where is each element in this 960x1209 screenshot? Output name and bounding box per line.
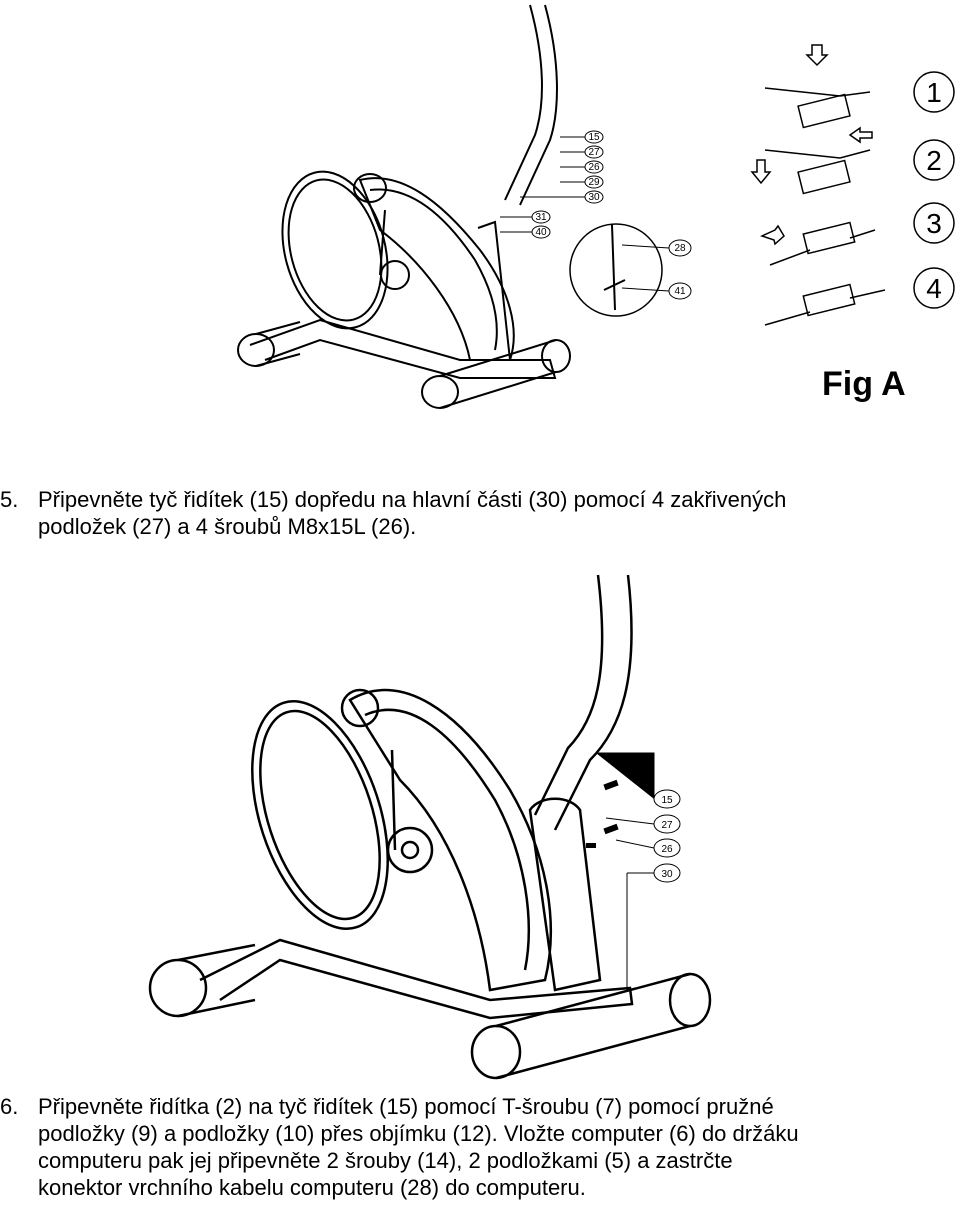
callout-label: 27 (661, 820, 673, 831)
callout-15: 15 (560, 130, 604, 144)
step-number: 3 (926, 208, 942, 239)
instruction-line: computeru pak jej připevněte 2 šrouby (1… (38, 1148, 733, 1173)
callout-label: 15 (588, 132, 600, 143)
instruction-step-5: 5. Připevněte tyč řidítek (15) dopředu na… (0, 486, 786, 540)
callout-label: 40 (535, 227, 547, 238)
callout-label: 31 (535, 212, 547, 223)
assembly-figure-bottom: 15 27 26 30 (148, 574, 712, 1080)
callout-27: 27 (560, 145, 604, 159)
instruction-line: Připevněte tyč řidítek (15) dopředu na h… (38, 487, 787, 512)
arrow-down-icon (805, 44, 829, 67)
instruction-line: podložek (27) a 4 šroubů M8x15L (26). (38, 514, 417, 539)
step-number: 4 (926, 273, 942, 304)
step-badge-2: 2 (913, 139, 955, 181)
step-badge-4: 4 (913, 267, 955, 309)
step-badge-3: 3 (913, 202, 955, 244)
callout-30: 30 (626, 863, 681, 990)
step-number: 6. (0, 1094, 19, 1119)
callout-30: 30 (520, 190, 604, 204)
callout-31: 31 (500, 210, 551, 224)
arrow-left-icon (848, 126, 873, 144)
step-badge-1: 1 (913, 71, 955, 113)
arrow-right-icon (759, 224, 785, 246)
callout-label: 28 (674, 243, 686, 254)
callout-label: 26 (588, 162, 600, 173)
bolts (586, 779, 619, 848)
callout-label: 27 (588, 147, 600, 158)
callout-40: 40 (500, 225, 551, 239)
callout-26: 26 (615, 838, 681, 858)
callout-label: 15 (661, 795, 673, 806)
callout-label: 41 (674, 286, 686, 297)
instruction-step-6: 6. Připevněte řidítka (2) na tyč řidítek … (0, 1093, 799, 1201)
callout-label: 26 (661, 844, 673, 855)
figure-label: Fig A (822, 365, 906, 403)
assembly-figure-top: 15 27 26 29 30 31 40 28 41 1 2 3 4 Fig A (237, 4, 955, 409)
bike-drawing-large (148, 574, 712, 1080)
step-number: 5. (0, 487, 19, 512)
callout-label: 30 (661, 869, 673, 880)
callout-27: 27 (605, 814, 681, 834)
callout-15: 15 (596, 752, 681, 809)
frame-callouts: 15 27 26 29 30 31 40 (500, 130, 604, 239)
bike-drawing-small (237, 4, 571, 409)
instruction-line: konektor vrchního kabelu computeru (28) … (38, 1175, 586, 1200)
callout-28: 28 (621, 239, 692, 257)
step-number: 2 (926, 145, 942, 176)
fig-a-sequence (750, 44, 886, 326)
fig-a-step-numbers: 1 2 3 4 (913, 71, 955, 309)
detail-magnifier: 28 41 (569, 223, 692, 317)
instruction-line: podložky (9) a podložky (10) přes objímk… (38, 1121, 799, 1146)
callout-26: 26 (560, 160, 604, 174)
callout-29: 29 (560, 175, 604, 189)
callout-label: 29 (588, 177, 600, 188)
frame-callouts: 15 27 26 30 (596, 752, 681, 990)
instruction-line: Připevněte řidítka (2) na tyč řidítek (1… (38, 1094, 774, 1119)
callout-41: 41 (621, 282, 692, 300)
step-number: 1 (926, 77, 942, 108)
callout-label: 30 (588, 192, 600, 203)
arrow-down-icon (750, 159, 772, 185)
